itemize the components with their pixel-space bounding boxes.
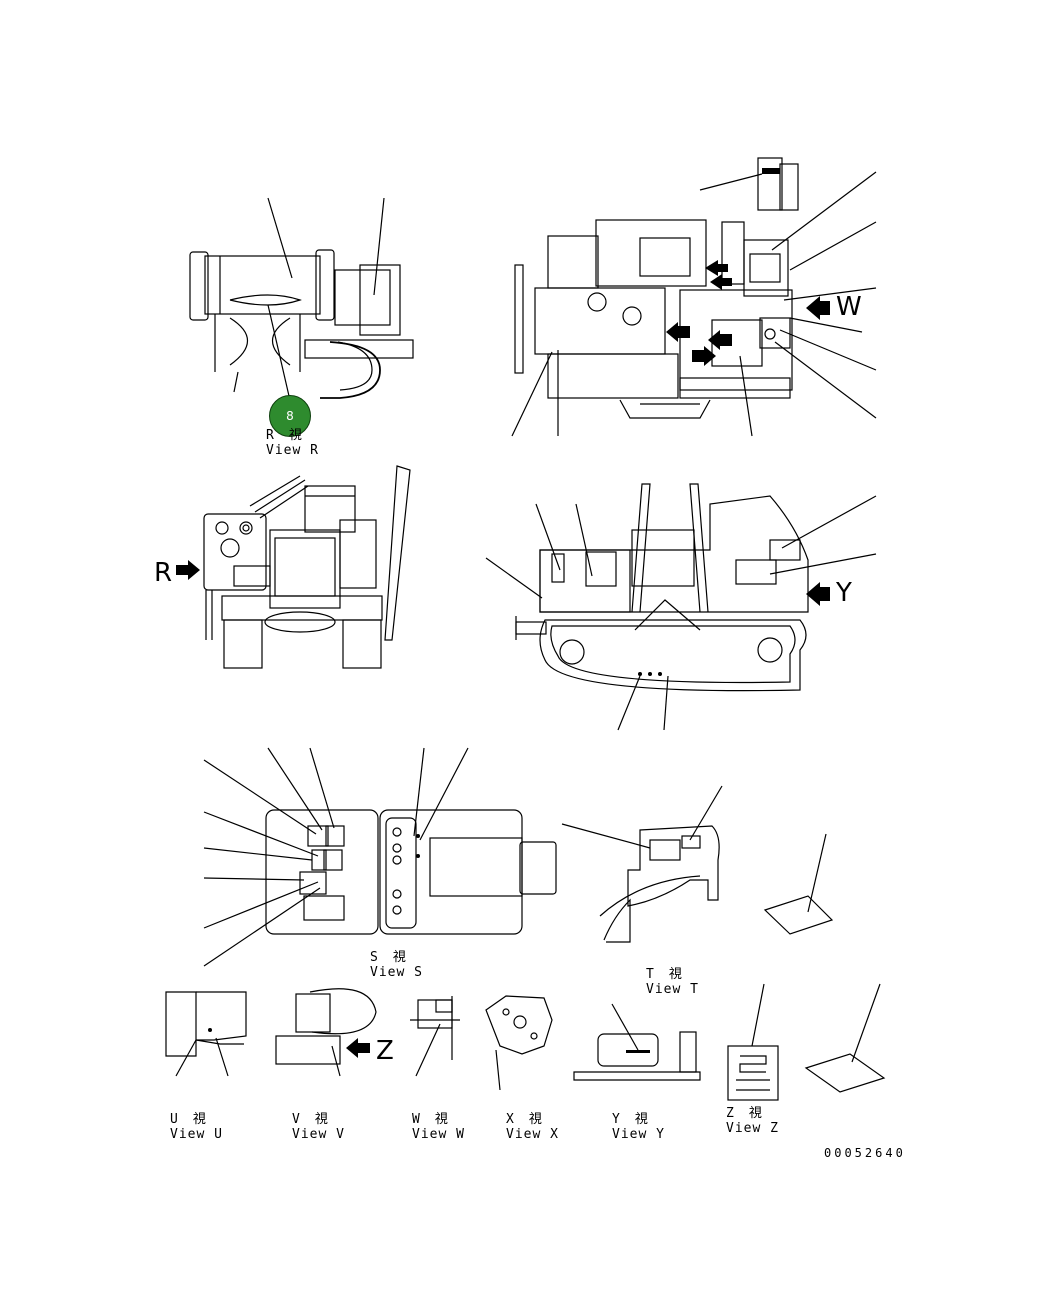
sticker-diagram-1: [763, 833, 834, 935]
view-v-drawing: [275, 988, 377, 1077]
view-z-drawing: [727, 983, 779, 1101]
view-x-jp: X 視: [506, 1112, 543, 1127]
view-v-jp: V 視: [292, 1112, 329, 1127]
view-r-jp: R 視: [266, 428, 303, 443]
sticker-diagram-2: [804, 983, 886, 1093]
view-w-jp: W 視: [412, 1112, 449, 1127]
view-y-en: View Y: [612, 1127, 665, 1142]
side-view-drawing: [485, 483, 877, 731]
view-u-jp: U 視: [170, 1112, 207, 1127]
view-s-en: View S: [370, 965, 423, 980]
arrow-letter-r: R: [154, 558, 173, 588]
top-view-drawing: [511, 157, 877, 437]
view-u-drawing: [165, 991, 247, 1077]
view-s-jp: S 視: [370, 950, 407, 965]
view-x-en: View X: [506, 1127, 559, 1142]
view-z-en: View Z: [726, 1121, 779, 1136]
view-t-en: View T: [646, 982, 699, 997]
view-u-en: View U: [170, 1127, 223, 1142]
view-x-drawing: [485, 995, 553, 1091]
view-w-en: View W: [412, 1127, 465, 1142]
view-t-drawing: [561, 785, 723, 943]
drawing-number: 00052640: [824, 1146, 906, 1160]
view-t-jp: T 視: [646, 967, 683, 982]
view-r-drawing: [189, 197, 414, 399]
arrow-letter-y: Y: [836, 578, 852, 608]
view-z-jp: Z 視: [726, 1106, 763, 1121]
arrow-letter-w: W: [836, 292, 862, 322]
arrow-letter-z: Z: [376, 1036, 394, 1066]
view-v-en: View V: [292, 1127, 345, 1142]
callout-marker[interactable]: 8: [269, 395, 311, 437]
front-view-drawing: [176, 465, 411, 669]
view-s-drawing: [203, 747, 557, 967]
view-r-en: View R: [266, 443, 319, 458]
view-w-drawing: [410, 996, 460, 1077]
view-y-jp: Y 視: [612, 1112, 649, 1127]
view-y-drawing: [573, 1003, 701, 1081]
